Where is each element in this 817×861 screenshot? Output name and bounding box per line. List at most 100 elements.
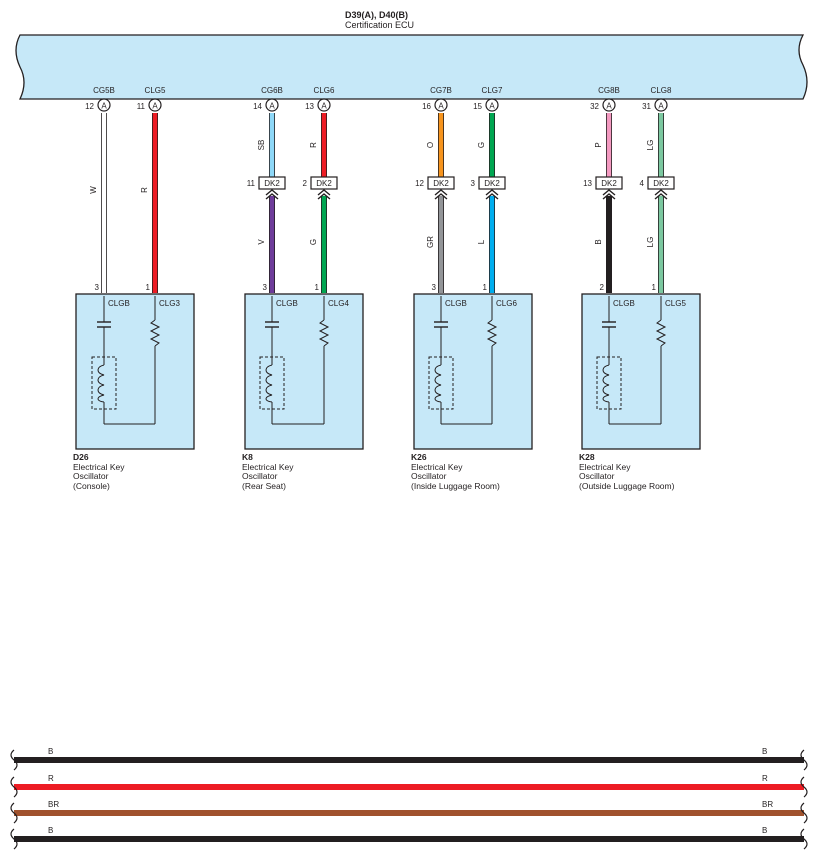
dk2-connector-box bbox=[595, 176, 623, 190]
wire-color-code-lower: B bbox=[594, 239, 603, 244]
ecu-pin-number: 15 bbox=[473, 102, 482, 111]
ecu-connector-icon: A bbox=[265, 98, 279, 112]
pin-label-left: CLGB bbox=[276, 299, 298, 308]
connector-circle bbox=[485, 98, 499, 112]
ecu-signal-label: CLG7 bbox=[482, 86, 503, 95]
ecu-signal-label: CLG6 bbox=[314, 86, 335, 95]
dk2-connector-box bbox=[310, 176, 338, 190]
oscillator-location: (Inside Luggage Room) bbox=[411, 481, 500, 491]
pin-label-right: CLG3 bbox=[159, 299, 180, 308]
ecu-signal-label: CLG5 bbox=[145, 86, 166, 95]
oscillator-location: (Outside Luggage Room) bbox=[579, 481, 675, 491]
dk2-pin-number: 11 bbox=[247, 179, 256, 188]
oscillator-pin-number: 1 bbox=[483, 283, 488, 292]
ecu-signal-label: CG7B bbox=[430, 86, 452, 95]
oscillator-name-line2: Oscillator bbox=[579, 471, 615, 481]
resistor-icon bbox=[486, 319, 498, 347]
wire-break-mark-left bbox=[10, 749, 18, 771]
wire-color-code-upper: P bbox=[594, 142, 603, 147]
connector-chevron-icon bbox=[434, 189, 448, 200]
oscillator-name-line2: Oscillator bbox=[73, 471, 109, 481]
wire-color-code-lower: G bbox=[309, 239, 318, 245]
wire-color-code-upper: R bbox=[309, 142, 318, 148]
connector-chevron-icon bbox=[317, 189, 331, 200]
wire-break-mark-right bbox=[800, 749, 808, 771]
oscillator-name-line1: Electrical Key bbox=[411, 462, 463, 472]
dk2-connector-label: DK2 bbox=[601, 179, 617, 188]
oscillator-pin-number: 3 bbox=[95, 283, 100, 292]
ecu-pin-number: 12 bbox=[85, 102, 94, 111]
bus-wire-code-left: BR bbox=[48, 800, 59, 809]
resistor-icon bbox=[149, 319, 161, 347]
wire-color-code-lower: V bbox=[257, 239, 266, 245]
ecu-name: Certification ECU bbox=[345, 20, 414, 30]
connector-letter: A bbox=[658, 102, 664, 111]
pin-label-right: CLG6 bbox=[496, 299, 517, 308]
wire-color-code-lower: LG bbox=[646, 237, 655, 248]
ecu-pin-number: 32 bbox=[590, 102, 599, 111]
pin-label-right: CLG5 bbox=[665, 299, 686, 308]
ecu-pin-number: 11 bbox=[137, 102, 146, 111]
ecu-connector-codes: D39(A), D40(B) bbox=[345, 10, 408, 20]
ecu-connector-icon: A bbox=[654, 98, 668, 112]
ecu-pin-number: 13 bbox=[305, 102, 314, 111]
coil-icon bbox=[434, 364, 442, 403]
wire-break-mark-right bbox=[800, 776, 808, 798]
pin-label-left: CLGB bbox=[108, 299, 130, 308]
ecu-connector-icon: A bbox=[602, 98, 616, 112]
connector-circle bbox=[265, 98, 279, 112]
oscillator-name-line1: Electrical Key bbox=[73, 462, 125, 472]
wire-color-code-upper: SB bbox=[257, 140, 266, 151]
dk2-connector-box bbox=[258, 176, 286, 190]
ecu-connector-icon: A bbox=[485, 98, 499, 112]
dk2-connector-box bbox=[427, 176, 455, 190]
ecu-pin-number: 16 bbox=[422, 102, 431, 111]
dk2-connector-label: DK2 bbox=[264, 179, 280, 188]
oscillator-name-line1: Electrical Key bbox=[579, 462, 631, 472]
oscillator-box bbox=[413, 293, 533, 450]
connector-circle bbox=[434, 98, 448, 112]
coil-icon bbox=[602, 364, 610, 403]
bus-wire-code-right: B bbox=[762, 747, 767, 756]
dk2-connector-label: DK2 bbox=[653, 179, 669, 188]
connector-circle bbox=[654, 98, 668, 112]
dk2-connector-box bbox=[478, 176, 506, 190]
connector-letter: A bbox=[101, 102, 107, 111]
connector-chevron-icon bbox=[654, 189, 668, 200]
oscillator-box bbox=[581, 293, 701, 450]
wire-color-code: R bbox=[140, 187, 149, 193]
resistor-icon bbox=[655, 319, 667, 347]
oscillator-name-line2: Oscillator bbox=[411, 471, 447, 481]
connector-circle bbox=[602, 98, 616, 112]
wire-color-code-upper: LG bbox=[646, 140, 655, 151]
wire-break-mark-left bbox=[10, 802, 18, 824]
bus-wire-code-left: R bbox=[48, 774, 54, 783]
dk2-connector-box bbox=[647, 176, 675, 190]
coil-icon bbox=[97, 364, 105, 403]
coil-icon bbox=[265, 364, 273, 403]
ecu-pin-number: 31 bbox=[642, 102, 651, 111]
connector-chevron-icon bbox=[602, 189, 616, 200]
connector-chevron-icon bbox=[485, 189, 499, 200]
bus-wire-code-right: R bbox=[762, 774, 768, 783]
oscillator-location: (Console) bbox=[73, 481, 110, 491]
oscillator-pin-number: 3 bbox=[432, 283, 437, 292]
pin-label-left: CLGB bbox=[613, 299, 635, 308]
oscillator-location: (Rear Seat) bbox=[242, 481, 286, 491]
connector-circle bbox=[148, 98, 162, 112]
dk2-connector-label: DK2 bbox=[484, 179, 500, 188]
connector-letter: A bbox=[321, 102, 327, 111]
connector-letter: A bbox=[438, 102, 444, 111]
ecu-pin-number: 14 bbox=[253, 102, 262, 111]
wire-color-code-lower: L bbox=[477, 239, 486, 244]
